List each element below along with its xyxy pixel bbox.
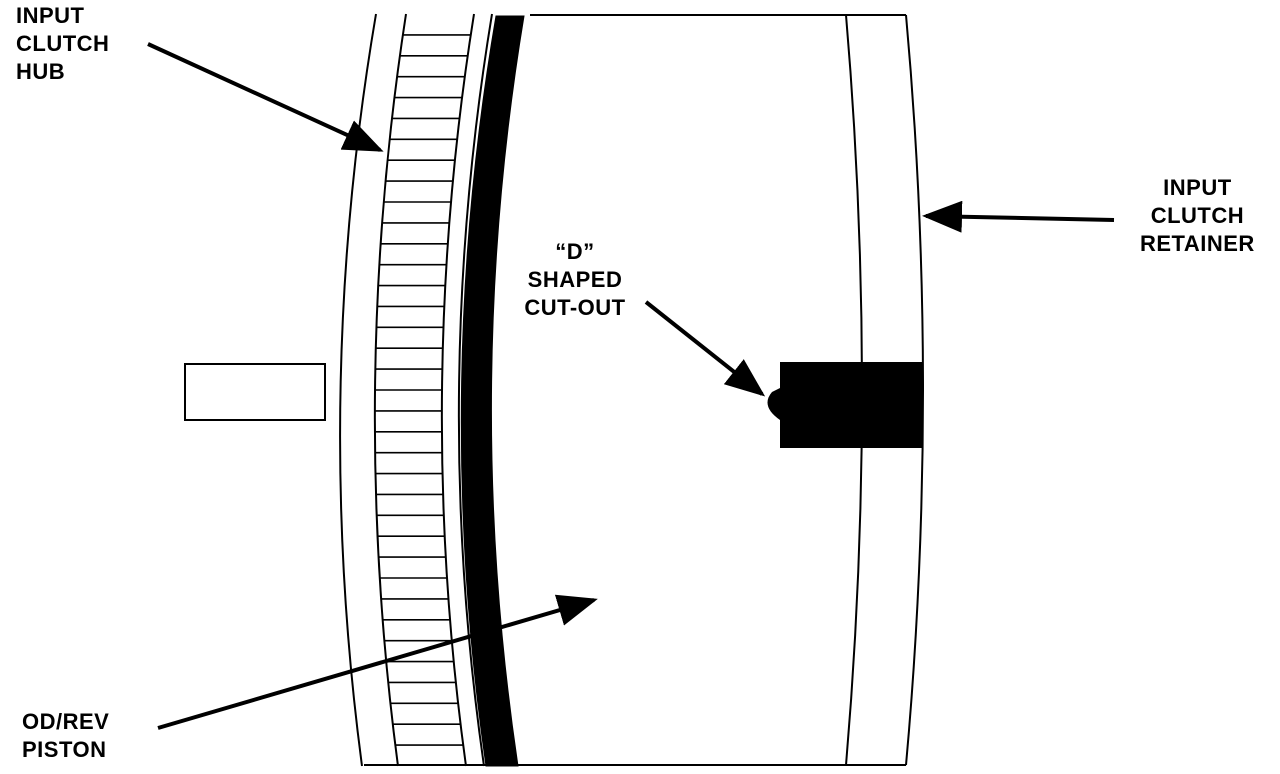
shaft-stub	[184, 363, 326, 421]
label-input-clutch-hub: INPUT CLUTCH HUB	[16, 2, 109, 86]
retainer-outer-curve	[905, 14, 924, 766]
label-line: PISTON	[22, 737, 107, 762]
label-line: SHAPED	[527, 267, 623, 292]
hub-inner-edge	[457, 13, 493, 767]
label-line: INPUT	[1163, 175, 1232, 200]
arrow-input-clutch-retainer	[922, 200, 1115, 233]
hub-spline-teeth	[374, 34, 471, 746]
label-input-clutch-retainer: INPUT CLUTCH RETAINER	[1140, 174, 1255, 258]
label-line: HUB	[16, 59, 66, 84]
label-line: OD/REV	[22, 709, 110, 734]
hub-outer-band	[339, 13, 377, 767]
label-line: CLUTCH	[16, 31, 110, 56]
label-line: “D”	[555, 239, 595, 264]
arrow-od-rev-piston	[157, 594, 598, 730]
label-line: CUT-OUT	[524, 295, 626, 320]
arrow-d-shaped-cutout	[644, 300, 766, 397]
label-d-shaped-cutout: “D” SHAPED CUT-OUT	[500, 238, 650, 322]
label-line: CLUTCH	[1150, 203, 1245, 228]
arrow-input-clutch-hub	[147, 42, 384, 152]
label-od-rev-piston: OD/REV PISTON	[22, 708, 109, 764]
label-line: INPUT	[16, 3, 85, 28]
label-line: RETAINER	[1140, 231, 1255, 256]
d-shaped-cutout-tab	[767, 362, 922, 448]
